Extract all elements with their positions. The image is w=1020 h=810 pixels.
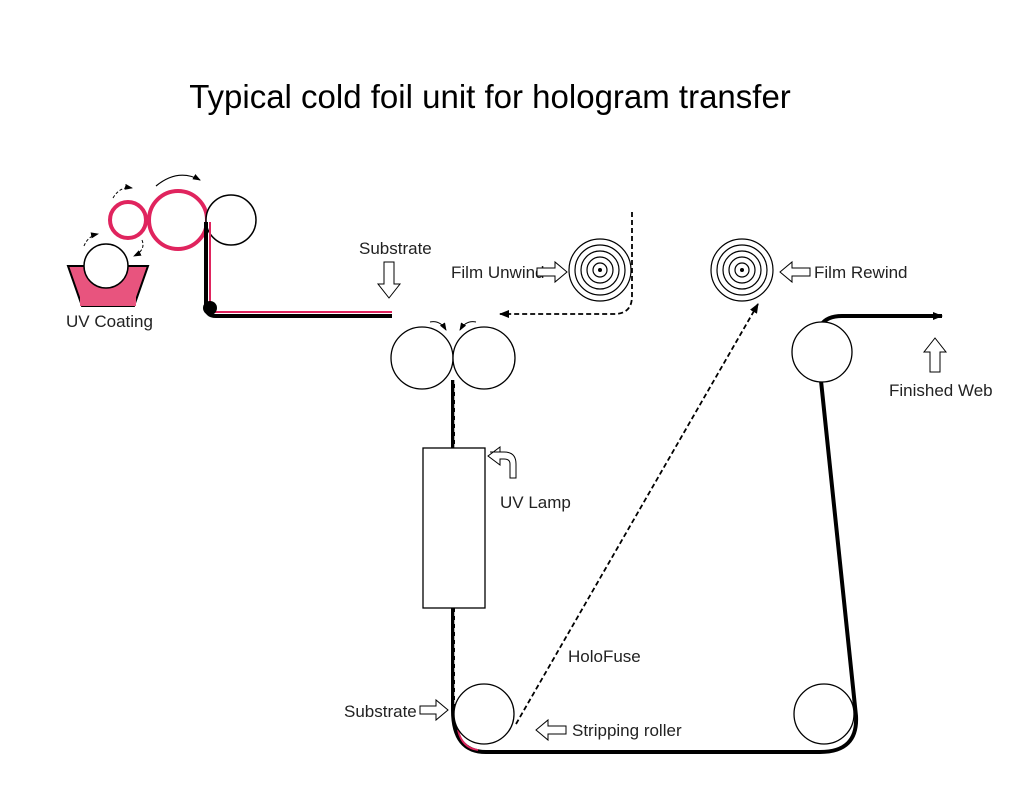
uv-coating-unit	[66, 174, 257, 307]
label-stripping-roller: Stripping roller	[572, 721, 682, 740]
substrate-web-down	[451, 314, 942, 754]
coating-liquid	[80, 286, 136, 306]
label-holofuse: HoloFuse	[568, 647, 641, 666]
substrate-input-arrow	[376, 261, 402, 299]
rotation-arrow-plate	[155, 174, 201, 187]
label-uv-lamp: UV Lamp	[500, 493, 571, 512]
guide-roller-coating	[203, 301, 217, 315]
roller-bottom-right	[793, 683, 855, 745]
anilox-roller	[108, 200, 148, 240]
film-rewind-reel	[710, 238, 774, 302]
film-web-dashed	[454, 319, 936, 749]
impression-roller-coating	[205, 194, 257, 246]
diagram-title: Typical cold foil unit for hologram tran…	[189, 78, 791, 115]
nip-rotation-arrow-right	[459, 321, 477, 331]
nip-roller-left	[390, 326, 454, 390]
uv-lamp-arrow	[487, 446, 517, 479]
film-rewind-arrow	[779, 260, 811, 284]
nip-rotation-arrow-left	[429, 321, 447, 331]
finished-web-up-arrow	[922, 337, 948, 373]
label-substrate-top: Substrate	[359, 239, 432, 258]
roller-top-right	[791, 321, 853, 383]
holofuse-film-path	[515, 303, 759, 725]
stripping-roller-arrow	[535, 718, 567, 742]
rotation-arrow-lower	[133, 239, 144, 257]
label-film-unwind: Film Unwind	[451, 263, 545, 282]
plate-roller	[147, 189, 209, 251]
film-unwind-reel	[568, 238, 632, 302]
label-uv-coating: UV Coating	[66, 312, 153, 331]
label-film-rewind: Film Rewind	[814, 263, 908, 282]
label-substrate-bottom: Substrate	[344, 702, 417, 721]
film-unwind-path	[499, 212, 633, 318]
film-unwind-arrow	[536, 260, 568, 284]
fountain-roller	[83, 243, 129, 289]
rotation-arrow-anilox	[112, 183, 133, 199]
rotation-arrow-fountain	[83, 232, 99, 247]
substrate-bottom-arrow	[419, 698, 449, 722]
nip-roller-right	[452, 326, 516, 390]
uv-lamp-box	[422, 447, 486, 609]
stripping-roller	[453, 683, 515, 745]
label-finished-web: Finished Web	[889, 381, 993, 400]
coating-trace-bottom	[457, 729, 479, 751]
